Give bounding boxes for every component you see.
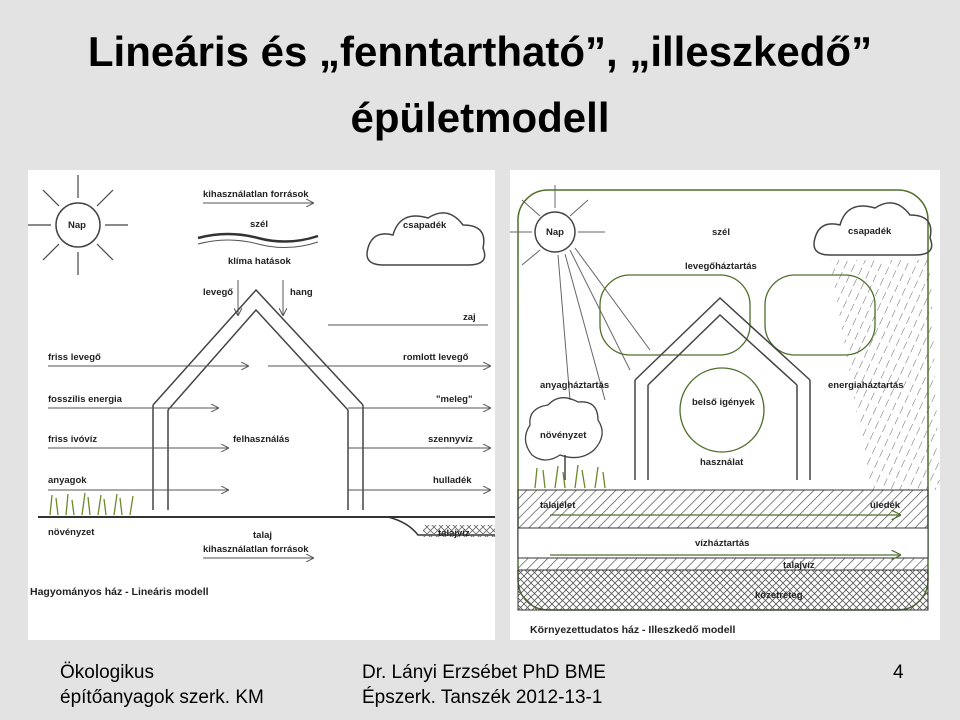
sun-label: Nap	[68, 220, 86, 231]
unused-sources-top-label: kihasználatlan források	[203, 189, 309, 200]
wind-label: szél	[250, 219, 268, 230]
usage-label: használat	[700, 457, 744, 468]
slide-title-line2: épületmodell	[350, 94, 610, 141]
linear-model-svg: Nap kihasználatlan források szél csapadé…	[28, 175, 495, 598]
fresh-air-label: friss levegő	[48, 352, 101, 363]
drinking-water-label: friss ivóvíz	[48, 434, 97, 445]
left-caption: Hagyományos ház - Lineáris modell	[30, 586, 209, 598]
climate-label: klíma hatások	[228, 256, 292, 267]
adaptive-model-svg: Nap szél levegőháztartás csapadék belső …	[510, 185, 940, 636]
inner-needs-label: belső igények	[692, 397, 756, 408]
water-balance-label: vízháztartás	[695, 538, 749, 549]
energy-balance-label: energiaháztartás	[828, 380, 904, 391]
unused-sources-bottom-label: kihasználatlan források	[203, 544, 309, 555]
usage-label: felhasználás	[233, 434, 290, 445]
sound-label: hang	[290, 287, 313, 298]
footer-author-line1: Dr. Lányi Erzsébet PhD BME	[362, 662, 606, 683]
footer-author: Dr. Lányi Erzsébet PhD BME Épszerk. Tans…	[362, 660, 606, 710]
rock-layer	[517, 569, 929, 611]
footer-course-line1: Ökologikus	[60, 662, 154, 683]
slide-title-line1: Lineáris és „fenntartható”, „illeszkedő”	[87, 28, 873, 75]
fossil-energy-label: fosszilis energia	[48, 394, 123, 405]
wind-label: szél	[712, 227, 730, 238]
wastewater-label: szennyvíz	[428, 434, 473, 445]
page-number: 4	[893, 662, 904, 683]
soil-life-label: talajélet	[540, 500, 576, 511]
sediment-label: üledék	[870, 500, 901, 511]
inner-needs-loop	[679, 367, 765, 453]
waste-label: hulladék	[433, 475, 472, 486]
plants-label: növényzet	[48, 527, 95, 538]
sun-label: Nap	[546, 227, 564, 238]
footer-course-line2: építőanyagok szerk. KM	[60, 687, 264, 708]
linear-model-diagram: Nap kihasználatlan források szél csapadé…	[28, 170, 495, 640]
air-label: levegő	[203, 287, 233, 298]
material-balance-label: anyagháztartás	[540, 380, 609, 391]
air-balance-label: levegőháztartás	[685, 261, 757, 272]
grass-icon	[534, 464, 606, 489]
rock-layer-label: kőzetréteg	[755, 590, 803, 601]
precipitation-label: csapadék	[403, 220, 447, 231]
footer-author-line2: Épszerk. Tanszék 2012-13-1	[362, 687, 603, 708]
noise-label: zaj	[463, 312, 476, 323]
tree-icon	[524, 397, 603, 461]
groundwater-label: talajvíz	[783, 560, 815, 571]
stale-air-label: romlott levegő	[403, 352, 469, 363]
precipitation-label: csapadék	[848, 226, 892, 237]
heat-label: "meleg"	[436, 394, 472, 405]
sun-icon	[28, 175, 128, 275]
soil-label: talaj	[253, 530, 272, 541]
cloud-icon	[366, 212, 486, 266]
adaptive-model-diagram: Nap szél levegőháztartás csapadék belső …	[510, 170, 940, 640]
soil-layer	[517, 489, 929, 529]
groundwater-label: talajvíz	[438, 528, 470, 539]
house-outline	[152, 288, 364, 510]
footer-course: Ökologikus építőanyagok szerk. KM	[60, 660, 264, 710]
plants-label: növényzet	[540, 430, 587, 441]
materials-label: anyagok	[48, 475, 87, 486]
sun-icon	[510, 185, 651, 401]
plants-icon	[49, 492, 134, 516]
cloud-icon	[813, 202, 933, 256]
right-caption: Környezettudatos ház - Illeszkedő modell	[530, 624, 735, 636]
house-outline	[634, 296, 811, 480]
